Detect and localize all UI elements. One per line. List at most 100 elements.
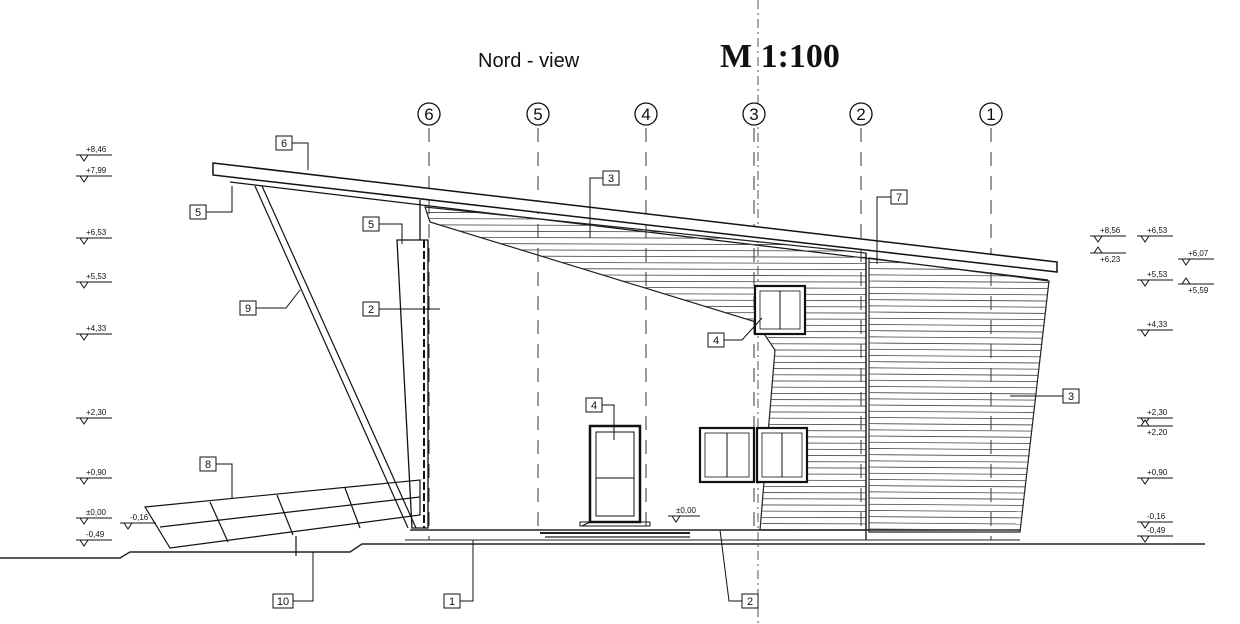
- level-marker: +6,53: [1137, 226, 1173, 243]
- axis-label: 5: [533, 105, 542, 124]
- callout-tag: 4: [707, 317, 763, 348]
- axis-bubble: [526, 102, 550, 126]
- level-marker: +6,07: [1178, 249, 1214, 266]
- callout-tag: 5: [189, 186, 233, 220]
- callout-label: 10: [277, 596, 289, 608]
- level-marker: -0,49: [1137, 526, 1173, 543]
- callout-label: 2: [747, 596, 753, 608]
- ground-panel: [143, 479, 421, 556]
- level-label: +4,33: [86, 324, 107, 333]
- level-label: +5,53: [86, 272, 107, 281]
- grid-axis-bubbles: 6 5 4 3 2 1: [417, 102, 1003, 126]
- level-marker: -0,16: [1137, 512, 1173, 529]
- level-label: ±0,00: [86, 508, 107, 517]
- level-label: -0,16: [1147, 512, 1166, 521]
- level-marker: +4,33: [1137, 320, 1173, 337]
- axis-bubble: [634, 102, 658, 126]
- level-marker: +6,53: [76, 228, 112, 245]
- level-marker: +6,23: [1090, 246, 1126, 264]
- entrance-wall: [396, 200, 429, 529]
- wall-panel: [396, 239, 429, 529]
- level-label: +4,33: [1147, 320, 1168, 329]
- level-label: +0,90: [1147, 468, 1168, 477]
- diagonal-strut: [254, 185, 417, 529]
- level-label: +0,90: [86, 468, 107, 477]
- level-marker: +8,56: [1090, 226, 1126, 243]
- entrance-door: [579, 424, 651, 527]
- callout-tag: 10: [272, 552, 314, 609]
- callout-label: 1: [449, 596, 455, 608]
- grid-axis-6: 6: [417, 102, 441, 126]
- axis-bubble: [742, 102, 766, 126]
- callout-label: 2: [368, 304, 374, 316]
- door-level-marker: [668, 515, 700, 523]
- level-markers-right: +8,56 +6,23 +6,53 +6,07 +5,53 +5,59 +4,33 +2,30…: [1090, 226, 1214, 543]
- window-lower-right: [755, 426, 809, 484]
- level-marker: +0,90: [1137, 468, 1173, 485]
- level-label: -0,49: [86, 530, 105, 539]
- callout-label: 3: [608, 173, 614, 185]
- grid-axis-1: 1: [979, 102, 1003, 126]
- callout-label: 4: [591, 400, 597, 412]
- axis-label: 6: [424, 105, 433, 124]
- level-label: +2,30: [86, 408, 107, 417]
- ground-line: [0, 543, 1205, 559]
- level-marker: +5,53: [1137, 270, 1173, 287]
- level-label: -0,16: [130, 513, 149, 522]
- level-label: +2,20: [1147, 428, 1168, 437]
- level-label: +5,53: [1147, 270, 1168, 279]
- callout-label: 4: [713, 335, 719, 347]
- level-marker: +7,99: [76, 166, 112, 183]
- grid-axis-4: 4: [634, 102, 658, 126]
- level-marker: +2,20: [1137, 419, 1173, 437]
- callout-label: 5: [368, 219, 374, 231]
- callout-tag: 3: [1010, 388, 1080, 404]
- level-marker: ±0,00: [76, 508, 112, 525]
- window-lower-left: [698, 426, 756, 484]
- level-label: +2,30: [1147, 408, 1168, 417]
- axis-label: 1: [986, 105, 995, 124]
- level-label: +6,53: [1147, 226, 1168, 235]
- axis-label: 3: [749, 105, 758, 124]
- level-label: +8,46: [86, 145, 107, 154]
- level-marker: +5,59: [1178, 277, 1214, 295]
- door-level-label: ±0,00: [676, 506, 697, 515]
- level-marker: +2,30: [1137, 408, 1173, 425]
- scale-label: M 1:100: [720, 38, 840, 75]
- callout-tag: 2: [719, 529, 759, 609]
- view-title: Nord - view: [478, 50, 580, 72]
- callout-tag: 8: [199, 456, 233, 498]
- level-label: +6,23: [1100, 255, 1121, 264]
- callout-tag: 3: [589, 170, 620, 238]
- grid-axis-5: 5: [526, 102, 550, 126]
- callout-tag: 4: [585, 397, 615, 440]
- callout-tag: 9: [239, 289, 301, 316]
- grid-axis-3: 3: [742, 102, 766, 126]
- callout-tag: 1: [443, 540, 474, 609]
- callout-label: 6: [281, 138, 287, 150]
- level-marker: +4,33: [76, 324, 112, 341]
- ground: [0, 529, 1205, 559]
- level-label: +8,56: [1100, 226, 1121, 235]
- window-upper: [753, 284, 807, 336]
- level-markers-left: +8,46 +7,99 +6,53 +5,53 +4,33 +2,30 +0,90 ±0,00…: [76, 145, 156, 547]
- level-marker: -0,49: [76, 530, 112, 547]
- callout-label: 9: [245, 303, 251, 315]
- grid-axis-2: 2: [849, 102, 873, 126]
- axis-label: 2: [856, 105, 865, 124]
- level-marker: +2,30: [76, 408, 112, 425]
- level-label: +5,59: [1188, 286, 1209, 295]
- callout-label: 3: [1068, 391, 1074, 403]
- level-marker: +5,53: [76, 272, 112, 289]
- callout-label: 5: [195, 207, 201, 219]
- callout-tag: 2: [362, 301, 440, 317]
- callout-tag: 6: [275, 135, 309, 170]
- callout-label: 7: [896, 192, 902, 204]
- roof-slab: [212, 162, 1058, 273]
- axis-label: 4: [641, 105, 650, 124]
- right-siding: [869, 258, 1049, 531]
- level-label: +7,99: [86, 166, 107, 175]
- axis-bubble: [979, 102, 1003, 126]
